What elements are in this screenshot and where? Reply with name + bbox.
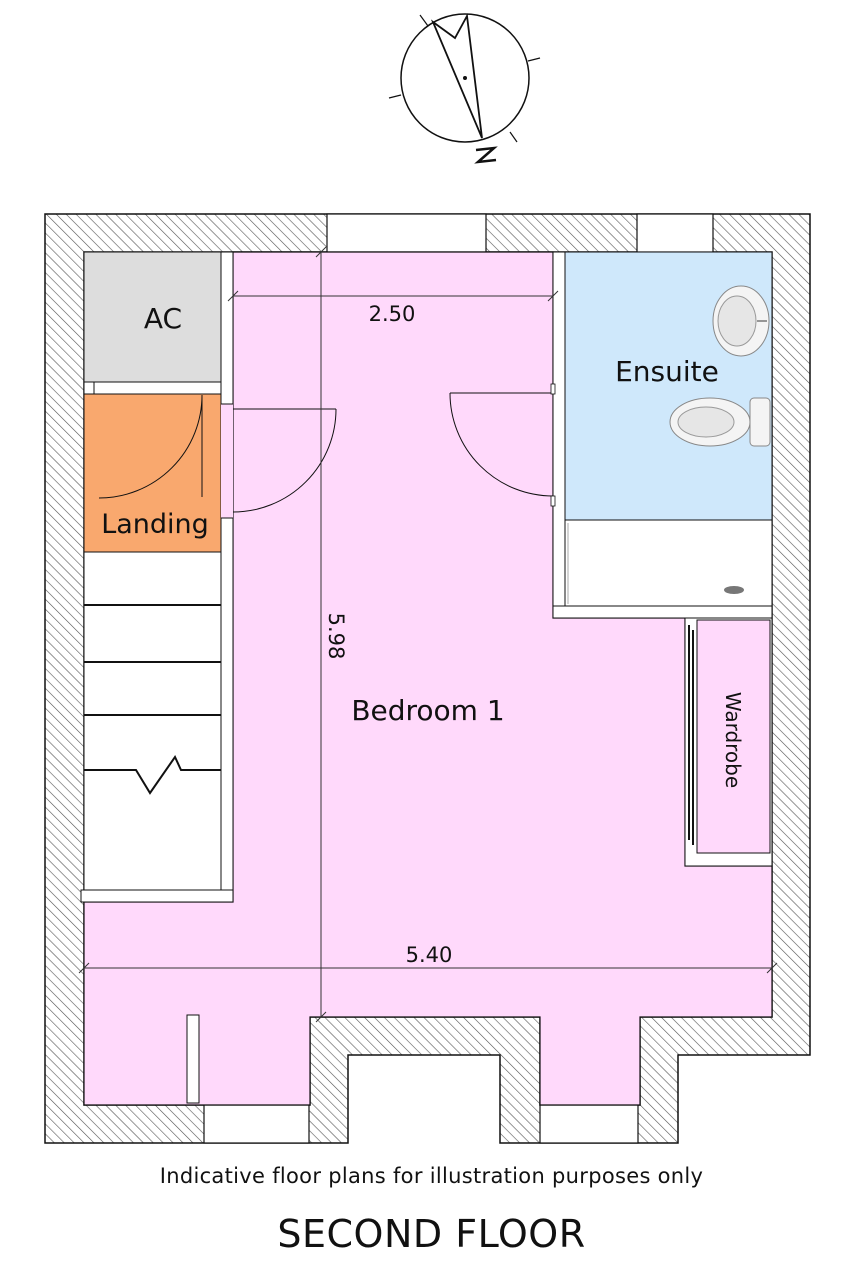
dimension-width-line	[227, 290, 559, 302]
bedroom-label: Bedroom 1	[351, 694, 504, 727]
window-top-right	[636, 213, 714, 253]
ac-label: AC	[144, 302, 182, 335]
shower-tray	[564, 519, 773, 607]
disclaimer-text: Indicative floor plans for illustration …	[159, 1164, 704, 1188]
ensuite-door-swing	[449, 392, 554, 497]
dimension-width-label: 2.50	[369, 302, 416, 326]
dimension-overall-line	[78, 962, 778, 974]
compass-needle	[430, 13, 483, 139]
landing-area	[83, 393, 222, 553]
staircase	[83, 551, 222, 891]
radiator	[186, 1014, 200, 1104]
dimension-length-line	[315, 246, 327, 1023]
basin-icon	[712, 285, 770, 357]
compass	[388, 13, 541, 164]
floor-title: SECOND FLOOR	[277, 1212, 586, 1256]
shower-drain-icon	[724, 586, 744, 594]
dimension-length-label: 5.98	[324, 613, 348, 660]
north-icon	[474, 146, 498, 164]
stair-break-icon	[84, 754, 221, 795]
window-top-left	[326, 213, 487, 253]
ensuite-label: Ensuite	[615, 355, 719, 388]
bedroom-door-swing	[232, 408, 337, 513]
dimension-overall-label: 5.40	[406, 943, 453, 967]
wardrobe-label: Wardrobe	[721, 692, 745, 788]
wardrobe	[684, 617, 773, 867]
landing-door-swing	[98, 394, 203, 499]
window-bottom-left	[203, 1104, 310, 1144]
toilet-icon	[669, 397, 771, 447]
ac-cupboard	[83, 251, 222, 383]
window-bottom-right	[539, 1104, 639, 1144]
ensuite-room	[449, 251, 773, 619]
landing-label: Landing	[101, 509, 209, 540]
